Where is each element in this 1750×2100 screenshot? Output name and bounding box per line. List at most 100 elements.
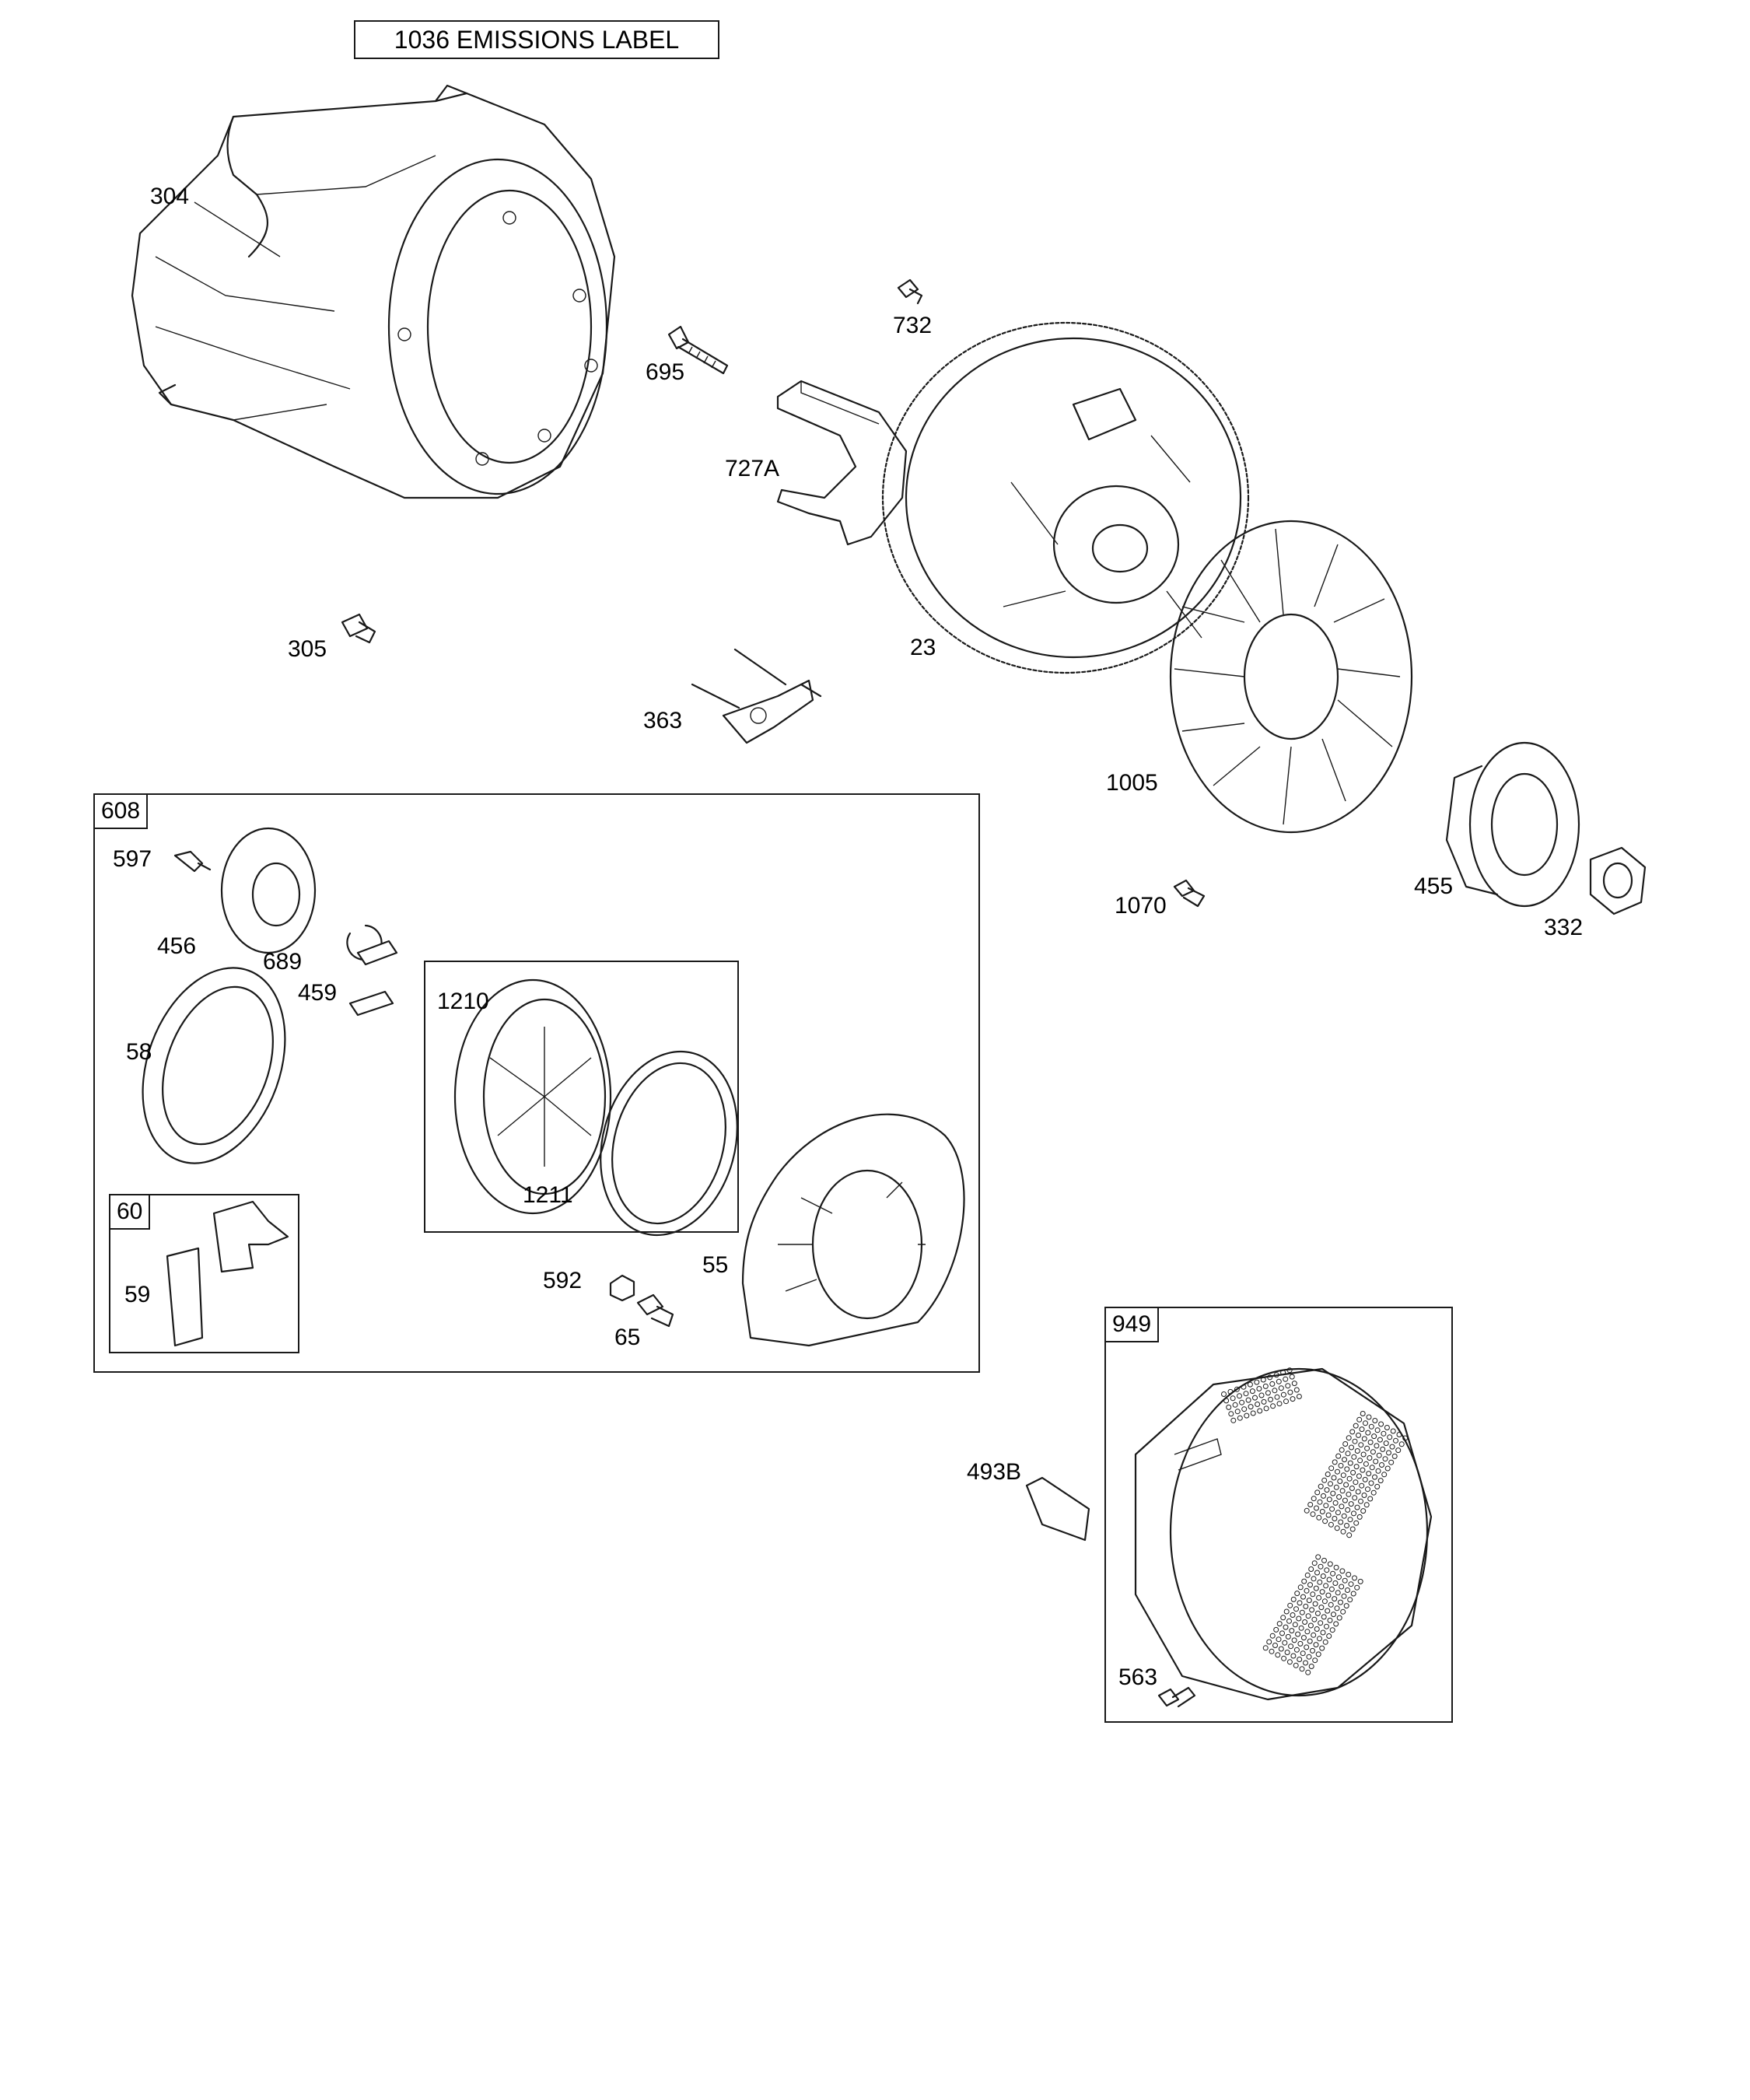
callout-55: 55 [702, 1252, 729, 1278]
grille-hole [1333, 1621, 1339, 1627]
grille-hole [1344, 1523, 1349, 1528]
grille-hole [1321, 1598, 1328, 1605]
grille-hole [1376, 1452, 1382, 1458]
grille-hole [1320, 1573, 1326, 1579]
grille-hole [1335, 1590, 1341, 1596]
grille-hole [1374, 1443, 1380, 1449]
grille-hole [1388, 1459, 1395, 1465]
grille-hole [1360, 1451, 1367, 1458]
grille-hole [1258, 1392, 1265, 1398]
grille-hole [1345, 1507, 1351, 1513]
grille-hole [1328, 1465, 1335, 1472]
grille-hole [1380, 1446, 1386, 1452]
grille-hole [1228, 1411, 1234, 1417]
grille-hole [1344, 1466, 1350, 1472]
grille-hole [1273, 1626, 1279, 1633]
grille-hole [1276, 1621, 1283, 1627]
grille-hole [1352, 1575, 1357, 1581]
grille-hole [1323, 1583, 1329, 1589]
grille-hole [1393, 1437, 1398, 1444]
callout-23: 23 [910, 635, 936, 660]
grille-hole [1398, 1441, 1405, 1447]
grille-hole [1308, 1664, 1314, 1669]
grille-hole [1372, 1418, 1378, 1423]
grille-hole [1338, 1519, 1344, 1525]
grille-hole [1337, 1479, 1343, 1484]
grille-hole [1332, 1596, 1338, 1602]
grille-hole [1372, 1474, 1377, 1480]
grille-hole [1339, 1447, 1345, 1453]
grille-hole [1237, 1393, 1242, 1399]
group-box-1210 [424, 961, 739, 1233]
grille-hole [1311, 1576, 1317, 1582]
grille-hole [1279, 1630, 1285, 1636]
grille-hole [1402, 1435, 1409, 1441]
grille-hole [1379, 1462, 1384, 1468]
grille-hole [1241, 1384, 1247, 1390]
grille-hole [1389, 1444, 1395, 1450]
grille-hole [1280, 1370, 1286, 1376]
grille-hole [1391, 1453, 1398, 1459]
grille-hole [1297, 1600, 1303, 1606]
grille-hole [1347, 1460, 1353, 1466]
callout-1210: 1210 [437, 989, 489, 1014]
group-tag-60: 60 [109, 1194, 151, 1230]
spring-58 [142, 967, 286, 1164]
grille-hole [1300, 1594, 1306, 1600]
grille-hole [1316, 1594, 1322, 1601]
grille-hole [1353, 1464, 1360, 1470]
grille-hole [1254, 1379, 1260, 1385]
grille-hole [1395, 1447, 1402, 1454]
grille-hole [1314, 1489, 1321, 1496]
grille-hole [1335, 1510, 1341, 1516]
callout-1070: 1070 [1115, 893, 1167, 919]
grille-hole [1269, 1633, 1276, 1639]
grille-hole [1360, 1508, 1367, 1514]
grille-hole [1283, 1398, 1289, 1405]
grille-hole [1226, 1404, 1232, 1410]
grille-hole [1250, 1410, 1256, 1416]
screw-563 [1157, 1686, 1196, 1708]
callout-597: 597 [113, 846, 152, 872]
grille-hole [1276, 1401, 1283, 1407]
grille-hole [1361, 1493, 1367, 1498]
grille-hole [1314, 1610, 1321, 1616]
grille-hole [1234, 1386, 1240, 1392]
grille-hole [1278, 1385, 1284, 1391]
grille-hole [1273, 1372, 1279, 1378]
grille-hole [1352, 1495, 1358, 1501]
grille-hole [1343, 1482, 1349, 1488]
grille-hole [1314, 1505, 1319, 1511]
grille-hole [1318, 1605, 1325, 1611]
grille-hole [1303, 1603, 1309, 1609]
grille-hole [1330, 1570, 1336, 1577]
grille-hole [1289, 1374, 1295, 1380]
grille-hole [1333, 1564, 1339, 1570]
grille-hole [1290, 1653, 1297, 1659]
grille-hole [1296, 1394, 1302, 1399]
grille-hole [1300, 1650, 1306, 1657]
grille-hole [1339, 1503, 1345, 1510]
grille-hole [1353, 1479, 1359, 1486]
grille-hole [1284, 1650, 1290, 1655]
grille-hole [1361, 1436, 1367, 1442]
grille-hole [1304, 1587, 1310, 1594]
grille-hole [1317, 1499, 1323, 1505]
grille-hole [1326, 1577, 1332, 1583]
grille-hole [1351, 1454, 1357, 1460]
grille-hole [1324, 1567, 1330, 1573]
grille-hole [1354, 1504, 1360, 1510]
grille-hole [1351, 1510, 1356, 1517]
grille-hole [1332, 1580, 1339, 1586]
grille-hole [1293, 1606, 1299, 1612]
grille-hole [1355, 1489, 1361, 1495]
pawl-assembly [173, 827, 398, 1017]
grille-hole [1320, 1629, 1326, 1636]
grille-hole [1285, 1383, 1291, 1389]
grille-hole [1381, 1430, 1387, 1437]
grille-hole [1298, 1625, 1304, 1631]
grille-hole [1338, 1462, 1344, 1468]
grille-hole [1293, 1387, 1300, 1393]
grille-hole [1285, 1633, 1291, 1640]
grille-hole [1356, 1473, 1362, 1479]
